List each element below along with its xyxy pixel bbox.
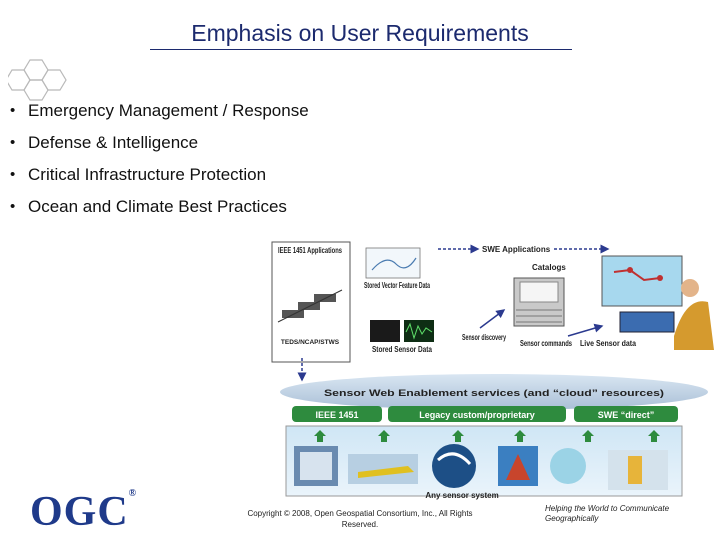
- tagline-text: Helping the World to Communicate Geograp…: [545, 504, 670, 523]
- bullet-text: Defense & Intelligence: [28, 133, 199, 152]
- live-sensor-label: Live Sensor data: [580, 339, 636, 348]
- bullet-item: • Critical Infrastructure Protection: [8, 164, 348, 185]
- bullet-glyph: •: [10, 166, 16, 183]
- bullet-item: • Ocean and Climate Best Practices: [8, 196, 348, 217]
- swe-apps-label: SWE Applications: [482, 245, 551, 254]
- bullet-list: • Emergency Management / Response • Defens…: [8, 100, 348, 228]
- sensor-discovery-label: Sensor discovery: [462, 333, 506, 342]
- stored-vector-label: Stored Vector Feature Data: [364, 281, 430, 290]
- bullet-text: Emergency Management / Response: [28, 101, 309, 120]
- sensor-photos-icon: [294, 444, 668, 490]
- stored-sensor-label: Stored Sensor Data: [372, 345, 432, 354]
- operator-figure-icon: [619, 279, 714, 350]
- ieee-1451-label: IEEE 1451: [315, 410, 358, 420]
- swe-architecture-diagram: IEEE 1451 Applications TEDS/NCAP/STWS St…: [271, 241, 714, 500]
- swe-services-label: Sensor Web Enablement services (and “clo…: [324, 388, 664, 398]
- bullet-glyph: •: [10, 134, 16, 151]
- any-sensor-label: Any sensor system: [425, 491, 498, 500]
- logo-registered-mark: ®: [128, 488, 138, 499]
- ogc-logo: OGC®: [30, 488, 137, 536]
- bullet-item: • Defense & Intelligence: [8, 132, 348, 153]
- sensor-commands-label: Sensor commands: [520, 339, 572, 348]
- bullet-glyph: •: [10, 198, 16, 215]
- bullet-text: Ocean and Climate Best Practices: [28, 197, 287, 216]
- legacy-label: Legacy custom/proprietary: [419, 410, 535, 420]
- vector-map-thumbnail: [365, 247, 421, 279]
- swe-direct-label: SWE “direct”: [598, 410, 655, 420]
- ieee-apps-label: IEEE 1451 Applications: [278, 246, 342, 255]
- hexagon-decoration-icon: [8, 59, 67, 101]
- legacy-bar: [388, 406, 566, 422]
- slide-title: Emphasis on User Requirements: [191, 20, 529, 46]
- bullet-item: • Emergency Management / Response: [8, 100, 348, 121]
- green-arrows-icon: [314, 430, 660, 442]
- ieee-1451-bar: [292, 406, 382, 422]
- logo-text: OGC: [30, 489, 129, 535]
- sensor-data-thumbnail: [370, 320, 400, 342]
- copyright-text: Copyright © 2008, Open Geospatial Consor…: [247, 509, 473, 529]
- monitor-map-icon: [601, 255, 683, 307]
- title-underline: [150, 49, 572, 50]
- bullet-glyph: •: [10, 102, 16, 119]
- ncap-devices-icon: [277, 289, 343, 323]
- teds-label: TEDS/NCAP/STWS: [281, 339, 340, 346]
- catalog-server-icon: [513, 277, 565, 327]
- swe-services-cloud: [280, 374, 708, 410]
- swe-direct-bar: [574, 406, 678, 422]
- bullet-text: Critical Infrastructure Protection: [28, 165, 267, 184]
- catalogs-label: Catalogs: [532, 263, 566, 272]
